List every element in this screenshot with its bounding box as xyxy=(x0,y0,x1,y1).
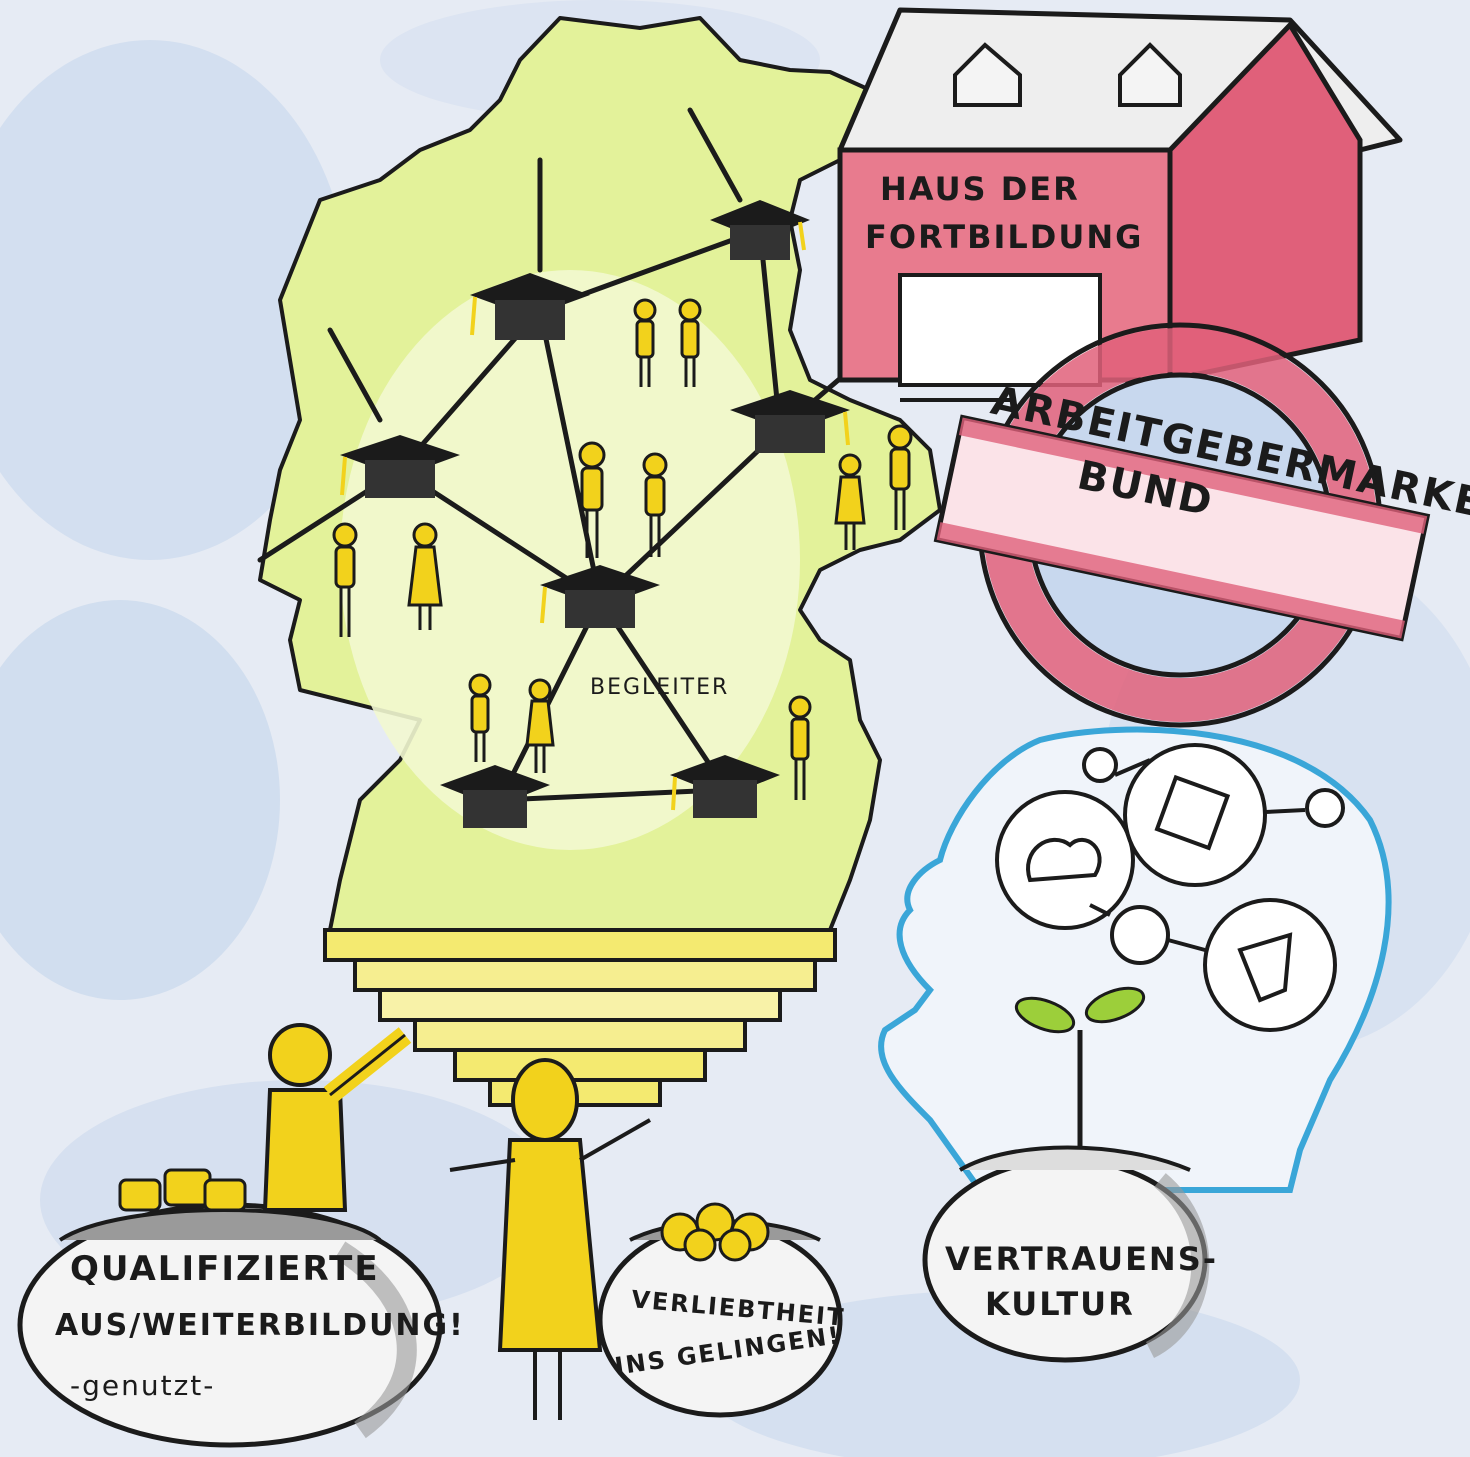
sack-left-line3: -genutzt- xyxy=(70,1369,215,1402)
sack-left xyxy=(17,1168,443,1448)
figure-woman xyxy=(449,1058,651,1420)
sack-middle xyxy=(597,1202,843,1418)
sack-left-line2: AUS/WEITERBILDUNG! xyxy=(55,1308,465,1343)
sack-right-line2: KULTUR xyxy=(985,1285,1135,1323)
people-figures xyxy=(332,298,913,800)
arbeitgebermarke-roundel xyxy=(933,322,1431,728)
figure-man-pointing xyxy=(262,1023,412,1212)
head-profile xyxy=(878,726,1392,1193)
network-label: BEGLEITER xyxy=(590,675,729,700)
sack-left-line1: QUALIFIZIERTE xyxy=(70,1249,380,1289)
sack-right-line1: VERTRAUENS- xyxy=(945,1240,1218,1278)
graduation-cap-icon xyxy=(340,200,850,828)
sprout-icon xyxy=(1014,986,1146,1150)
house-title-line1: HAUS DER xyxy=(880,170,1080,208)
house-title-line2: FORTBILDUNG xyxy=(865,218,1143,256)
pedestal-steps xyxy=(323,928,837,1107)
sack-right xyxy=(922,1145,1210,1363)
